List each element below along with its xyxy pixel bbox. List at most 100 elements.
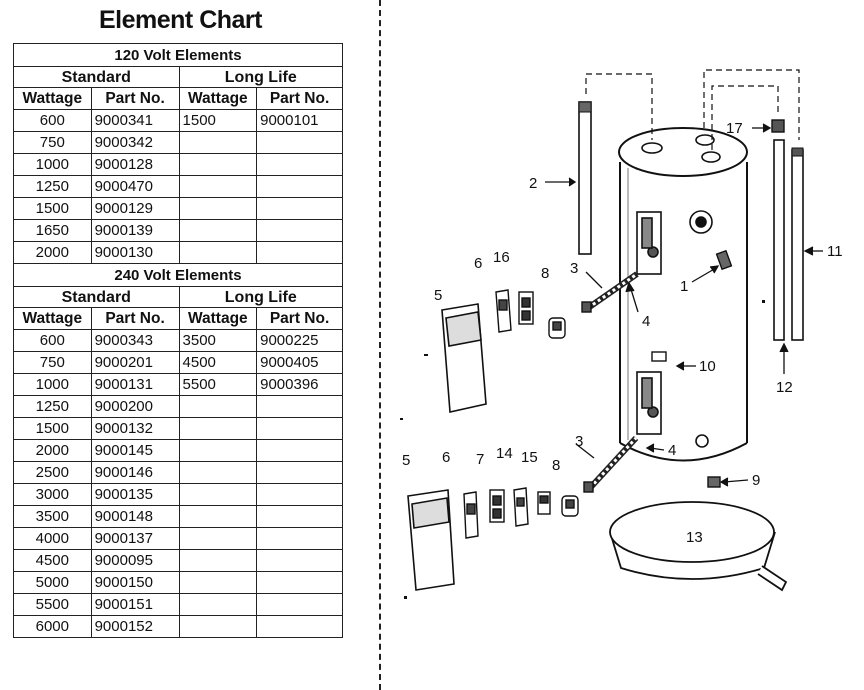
volt120-section-heading: 120 Volt Elements (13, 43, 343, 67)
standard-wattage-cell: 6000 (13, 615, 92, 638)
upper-gasket (548, 317, 566, 339)
standard-wattage-cell: 5000 (13, 571, 92, 594)
callout-3-upper: 3 (570, 260, 578, 277)
standard-wattage-cell: 1500 (13, 417, 92, 440)
long-life-wattage-cell (178, 197, 258, 220)
callout-5-upper: 5 (434, 287, 442, 304)
long-life-wattage-cell (178, 571, 258, 594)
standard-wattage-cell: 4500 (13, 549, 92, 572)
callout-12: 12 (776, 379, 793, 396)
callout-7: 7 (476, 451, 484, 468)
standard-part-number-cell: 9000470 (90, 175, 180, 198)
callout-6-upper: 6 (474, 255, 482, 272)
long-life-wattage-cell (178, 549, 258, 572)
upper-insulation-pad (495, 289, 512, 333)
long-life-wattage-cell (178, 395, 258, 418)
standard-wattage-cell: 2500 (13, 461, 92, 484)
page-fold-divider (379, 0, 381, 690)
standard-part-number-cell: 9000201 (90, 351, 180, 374)
long-life-part-number-cell: 9000101 (256, 109, 343, 132)
standard-part-number-cell: 9000200 (90, 395, 180, 418)
standard-wattage-cell: 750 (13, 131, 92, 154)
element-chart-title: Element Chart (99, 6, 262, 34)
long-life-wattage-cell (178, 527, 258, 550)
standard-part-number-cell: 9000139 (90, 219, 180, 242)
callout-8-upper: 8 (541, 265, 549, 282)
drain-valve (707, 476, 721, 488)
long-life-part-number-cell (256, 241, 343, 264)
long-life-part-number-cell (256, 131, 343, 154)
standard-part-number-cell: 9000150 (90, 571, 180, 594)
volt120-standard-group-label: Standard (13, 66, 180, 88)
upper-heating-element (581, 271, 639, 313)
heat-trap-17 (771, 119, 785, 133)
long-life-part-number-cell: 9000396 (256, 373, 343, 396)
callout-2: 2 (529, 175, 537, 192)
lower-insulation-pad (463, 491, 479, 539)
callout-4-upper: 4 (642, 313, 650, 330)
dip-tube-12 (773, 139, 785, 341)
lower-thermostat-bracket (513, 487, 529, 527)
relief-valve (715, 249, 733, 271)
standard-wattage-cell: 600 (13, 329, 92, 352)
long-life-part-number-cell (256, 417, 343, 440)
drain-pan (609, 501, 788, 592)
volt120-long-life-wattage-header: Wattage (178, 87, 258, 110)
long-life-wattage-cell (178, 175, 258, 198)
standard-wattage-cell: 1250 (13, 175, 92, 198)
long-life-wattage-cell (178, 483, 258, 506)
standard-wattage-cell: 3500 (13, 505, 92, 528)
tank-top-openings (641, 134, 721, 163)
standard-part-number-cell: 9000135 (90, 483, 180, 506)
callout-1: 1 (680, 278, 688, 295)
long-life-part-number-cell (256, 615, 343, 638)
standard-part-number-cell: 9000128 (90, 153, 180, 176)
callout-6-lower: 6 (442, 449, 450, 466)
standard-wattage-cell: 2000 (13, 439, 92, 462)
standard-wattage-cell: 600 (13, 109, 92, 132)
standard-wattage-cell: 1250 (13, 395, 92, 418)
standard-part-number-cell: 9000152 (90, 615, 180, 638)
long-life-wattage-cell (178, 593, 258, 616)
long-life-part-number-cell (256, 175, 343, 198)
lower-heating-element (583, 435, 639, 493)
standard-wattage-cell: 1500 (13, 197, 92, 220)
callout-16: 16 (493, 249, 510, 266)
long-life-wattage-cell: 3500 (178, 329, 258, 352)
standard-wattage-cell: 1000 (13, 153, 92, 176)
long-life-part-number-cell (256, 395, 343, 418)
long-life-wattage-cell (178, 615, 258, 638)
long-life-wattage-cell (178, 153, 258, 176)
long-life-part-number-cell (256, 505, 343, 528)
callout-15: 15 (521, 449, 538, 466)
volt240-standard-group-label: Standard (13, 286, 180, 308)
volt240-long-life-group-label: Long Life (178, 286, 344, 308)
long-life-part-number-cell (256, 197, 343, 220)
volt120-standard-part-header: Part No. (90, 87, 180, 110)
long-life-wattage-cell (178, 219, 258, 242)
callout-17: 17 (726, 120, 743, 137)
standard-wattage-cell: 750 (13, 351, 92, 374)
drain-port (695, 434, 709, 448)
lower-element-opening (636, 371, 662, 435)
long-life-part-number-cell: 9000405 (256, 351, 343, 374)
callout-14: 14 (496, 445, 513, 462)
connector-lines (585, 69, 800, 150)
standard-part-number-cell: 9000148 (90, 505, 180, 528)
leader-arrows (545, 123, 823, 487)
long-life-wattage-cell (178, 461, 258, 484)
water-heater-tank (618, 127, 748, 462)
standard-part-number-cell: 9000341 (90, 109, 180, 132)
callout-10: 10 (699, 358, 716, 375)
